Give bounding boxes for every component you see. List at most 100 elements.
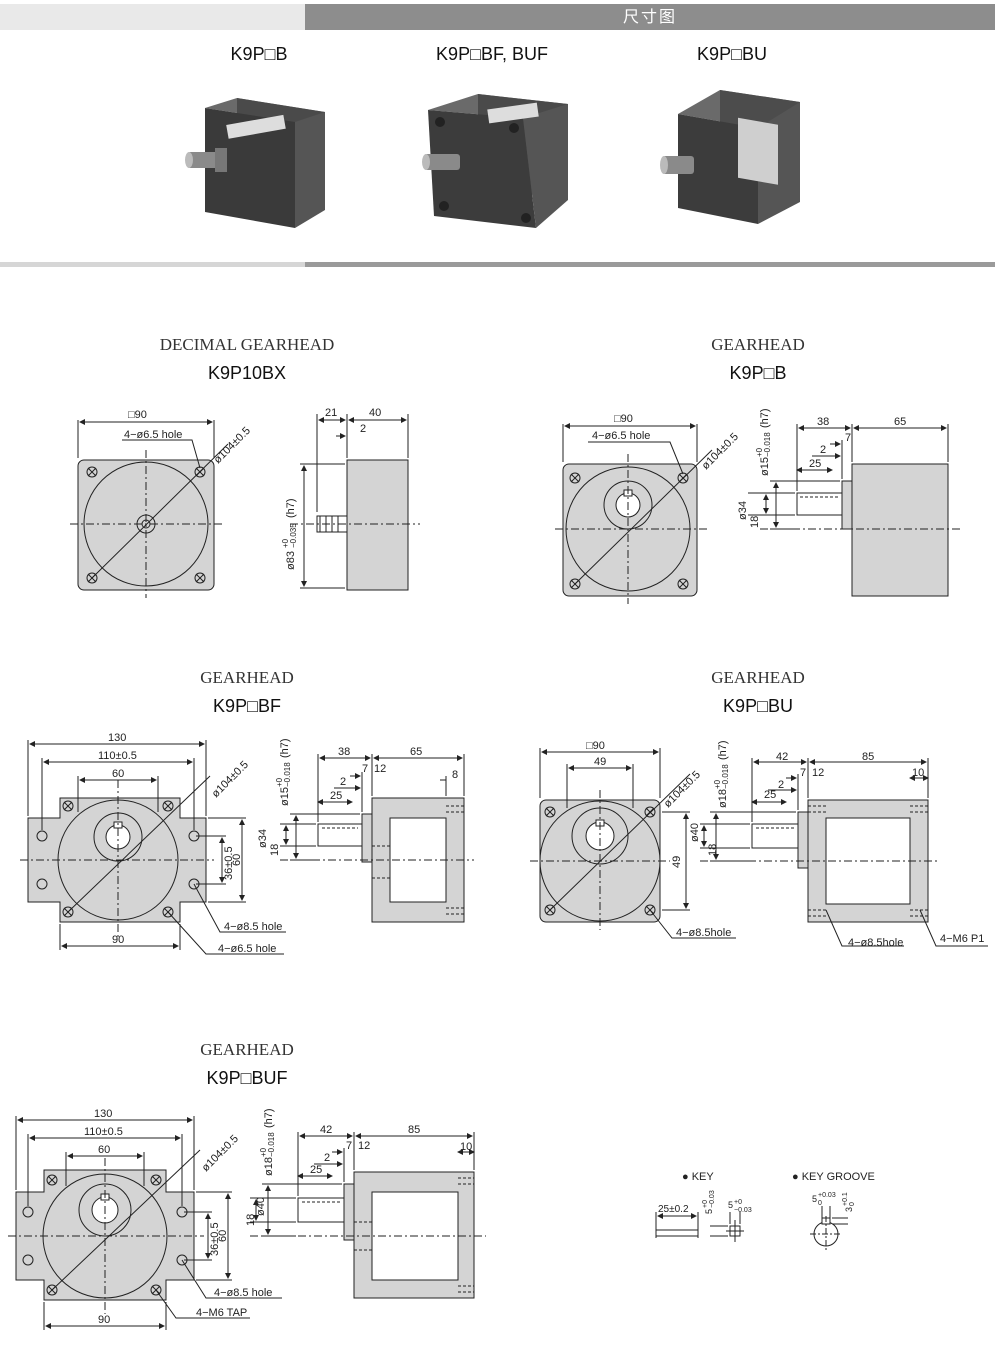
k9pbuf-dim-2: 2 [324,1152,330,1164]
k9pbu-dim-2: 2 [778,779,784,791]
k9pbuf-dim-12: 12 [358,1140,370,1152]
product-label-b: K9P□B [230,44,288,64]
k9pbu-dim-42: 42 [776,751,788,763]
k9pbuf-dim-shaft-fit: (h7) [263,1108,275,1128]
k9pbf-dim-25: 25 [330,790,342,802]
model-k9pbf: K9P□BF [213,696,281,716]
title-k9p10bx: DECIMAL GEARHEAD [159,335,335,354]
title-k9pbf: GEARHEAD [200,668,294,687]
k9pb-dim-square: □90 [614,413,633,425]
k9pbuf-dim-pcd: ø104±0.5 [200,1133,241,1174]
k9pbu-dim-85: 85 [862,751,874,763]
k9pbf-dim-65: 65 [410,746,422,758]
k9pbuf-dim-25: 25 [310,1164,322,1176]
k9pb-dim-pcd: ø104±0.5 [700,431,741,472]
k9p10bx-dim-40: 40 [369,407,381,419]
title-k9pbu: GEARHEAD [711,668,805,687]
key-label: ● KEY [682,1171,714,1183]
product-photo-b [185,98,325,228]
model-k9pb: K9P□B [729,363,787,383]
k9p10bx-dim-holes: 4−ø6.5 hole [124,429,182,441]
k9pbf-dim-18: 18 [269,844,281,856]
k9pbuf-dim-18: 18 [245,1214,257,1226]
k9pbf-dim-shaft: ø15 [279,787,291,806]
k9p10bx-dim-shaft-tol-bot: −0.035 [289,523,298,548]
k9pbf-side-view [280,754,474,923]
k9pbf-dim-12: 12 [374,763,386,775]
product-photo-bu [660,90,800,224]
k9pbf-dim-shaft-tol-top: +0 [275,777,284,787]
k9pbuf-dim-holes1: 4−ø8.5 hole [214,1287,272,1299]
separator-left [0,262,305,267]
k9pbuf-dim-90: 90 [98,1314,110,1326]
k9pbuf-dim-85: 85 [408,1124,420,1136]
model-k9pbu: K9P□BU [723,696,793,716]
k9pbu-dim-boss: ø40 [689,823,701,842]
k9pbf-front-view [20,740,286,955]
model-k9p10bx: K9P10BX [207,363,287,383]
k9p10bx-dim-square: □90 [128,409,147,421]
k9pbu-dim-shaft: ø18 [717,789,729,808]
header-title: 尺寸图 [622,7,677,26]
k9pbuf-dim-130: 130 [94,1108,112,1120]
groove-dim-depth: 3 [844,1207,854,1212]
k9pb-dim-holes: 4−ø6.5 hole [592,430,650,442]
k9pbf-dim-90: 90 [112,934,124,946]
k9pbf-dim-pcd: ø104±0.5 [210,759,251,800]
k9pbf-dim-boss: ø34 [257,829,269,848]
key-dim-height-tol-bot: −0.03 [734,1207,752,1214]
k9pbf-dim-2: 2 [340,776,346,788]
product-label-bf: K9P□BF, BUF [436,44,548,64]
k9pbf-dim-38: 38 [338,746,350,758]
key-groove-label: ● KEY GROOVE [792,1171,875,1183]
k9pbuf-dim-shaft-tol-top: +0 [259,1147,268,1157]
k9pbf-dim-8: 8 [452,769,458,781]
k9pbu-dim-7: 7 [800,767,806,779]
key-groove-drawing [810,1206,848,1252]
groove-dim-depth-tol-bot: 0 [849,1202,856,1206]
k9pbuf-dim-10: 10 [460,1141,472,1153]
k9pbu-dim-49: 49 [594,756,606,768]
title-k9pb: GEARHEAD [711,335,805,354]
k9pbf-dim-36: 36±0.5 [223,846,235,880]
k9pbu-dim-18: 18 [707,844,719,856]
k9p10bx-dim-2: 2 [360,423,366,435]
k9pb-dim-shaft-tol-bot: −0.018 [763,432,772,457]
product-photo-bf [422,94,568,228]
k9pbf-dim-shaft-tol-bot: −0.018 [283,762,292,787]
key-dim-length: 25±0.2 [658,1204,689,1215]
k9pbuf-dim-shaft: ø18 [263,1157,275,1176]
k9pbu-dim-25: 25 [764,789,776,801]
k9pbuf-dim-42: 42 [320,1124,332,1136]
k9pb-dim-65: 65 [894,416,906,428]
k9pbuf-dim-60: 60 [98,1144,110,1156]
k9pbu-dim-shaft-fit: (h7) [717,740,729,760]
k9pbu-dim-10: 10 [912,767,924,779]
k9pbuf-dim-110: 110±0.5 [84,1126,123,1138]
k9pbuf-dim-boss: ø40 [255,1197,267,1216]
k9pbu-dim-pcd: ø104±0.5 [662,769,703,810]
k9pbf-dim-110: 110±0.5 [98,750,137,762]
k9p10bx-side-view [290,414,420,591]
k9pbuf-side-view [250,1132,486,1299]
groove-dim-width-tol-bot: 0 [818,1200,822,1207]
k9pbu-side-view [700,758,988,947]
title-k9pbuf: GEARHEAD [200,1040,294,1059]
k9p10bx-dim-pcd: ø104±0.5 [212,425,253,466]
k9p10bx-dim-shaft-tol-top: +0 [281,538,290,548]
k9pb-dim-25: 25 [809,458,821,470]
k9pbf-dim-holes2: 4−ø6.5 hole [218,943,276,955]
k9pb-dim-38: 38 [817,416,829,428]
k9pbf-dim-holes1: 4−ø8.5 hole [224,921,282,933]
k9pb-front-view [555,423,713,604]
k9pbuf-dim-h60: 60 [217,1230,229,1242]
separator-bar [305,262,995,267]
k9pbu-dim-holes1: 4−ø8.5hole [676,927,731,939]
k9pbu-dim-square: □90 [586,740,605,752]
k9pb-dim-shaft: ø15 [759,457,771,476]
k9p10bx-dim-shaft: ø83 [285,551,297,570]
product-label-bu: K9P□BU [697,44,767,64]
k9pbuf-dim-tap: 4−M6 TAP [196,1307,247,1319]
k9pbf-dim-7: 7 [362,763,368,775]
